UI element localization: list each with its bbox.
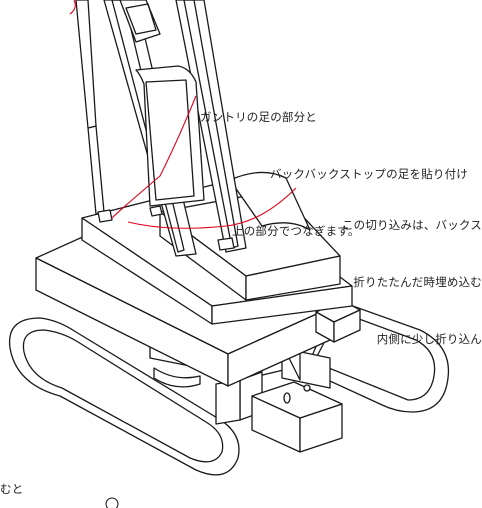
gantry-note-line3: 上の部分でつなぎます。 bbox=[232, 224, 360, 238]
gantry-note-line1: ガントリの足の部分と bbox=[200, 110, 317, 124]
gantry-note: ガントリの足の部分と バックバックストップの足を貼り付け 上の部分でつなぎます。 bbox=[200, 70, 482, 279]
leader-line-top bbox=[69, 0, 76, 15]
leader-line-gantry bbox=[111, 95, 197, 219]
cut-note-line3: 内側に少し折り込ん bbox=[376, 332, 482, 346]
edge-text-fragment: むと bbox=[0, 482, 24, 496]
gantry bbox=[103, 0, 247, 257]
left-track bbox=[8, 317, 240, 476]
cut-note-line2: 折りたたんだ時埋め込む bbox=[353, 275, 482, 289]
leader-line-cut bbox=[127, 187, 297, 229]
cut-note-line1: この切り込みは、バックス bbox=[341, 218, 482, 232]
gantry-note-line2: バックバックストップの足を貼り付け bbox=[270, 167, 468, 181]
cut-note: この切り込みは、バックス 折りたたんだ時埋め込む 内側に少し折り込ん bbox=[296, 178, 482, 387]
